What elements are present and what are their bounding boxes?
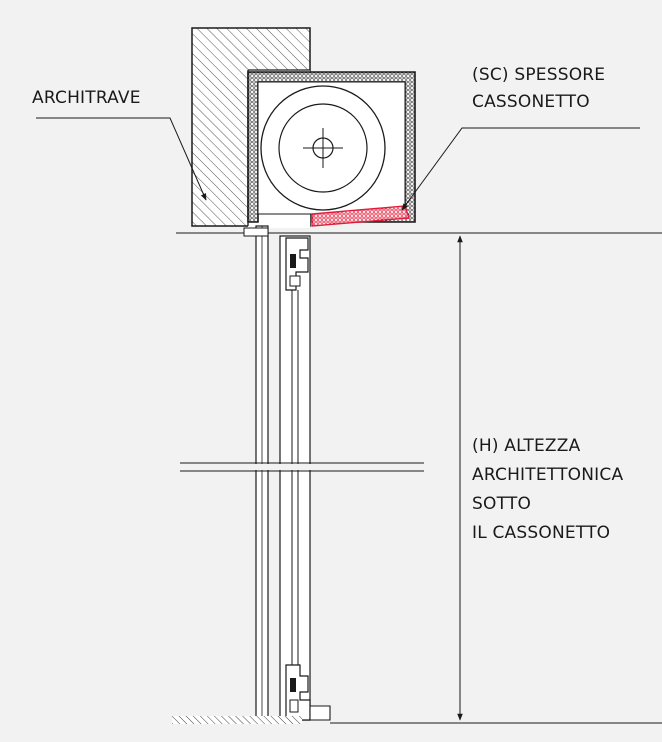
box-thickness-highlight: [311, 205, 410, 227]
spessore-label-line2: CASSONETTO: [472, 92, 590, 112]
altezza-label-line2: ARCHITETTONICA: [472, 465, 623, 485]
window-frame: [279, 235, 331, 721]
altezza-label-line1: (H) ALTEZZA: [472, 436, 581, 456]
guide-rail: [243, 225, 269, 723]
altezza-label-line3: SOTTO: [472, 494, 531, 514]
architrave-leader: [36, 117, 207, 201]
roller-drum: [260, 85, 386, 211]
architrave-label: ARCHITRAVE: [32, 88, 141, 108]
spessore-label-line1: (SC) SPESSORE: [472, 65, 605, 85]
spessore-leader: [401, 127, 640, 211]
break-lines: [180, 462, 424, 472]
altezza-label-line4: IL CASSONETTO: [472, 523, 610, 543]
ground-hatch: [172, 716, 302, 724]
